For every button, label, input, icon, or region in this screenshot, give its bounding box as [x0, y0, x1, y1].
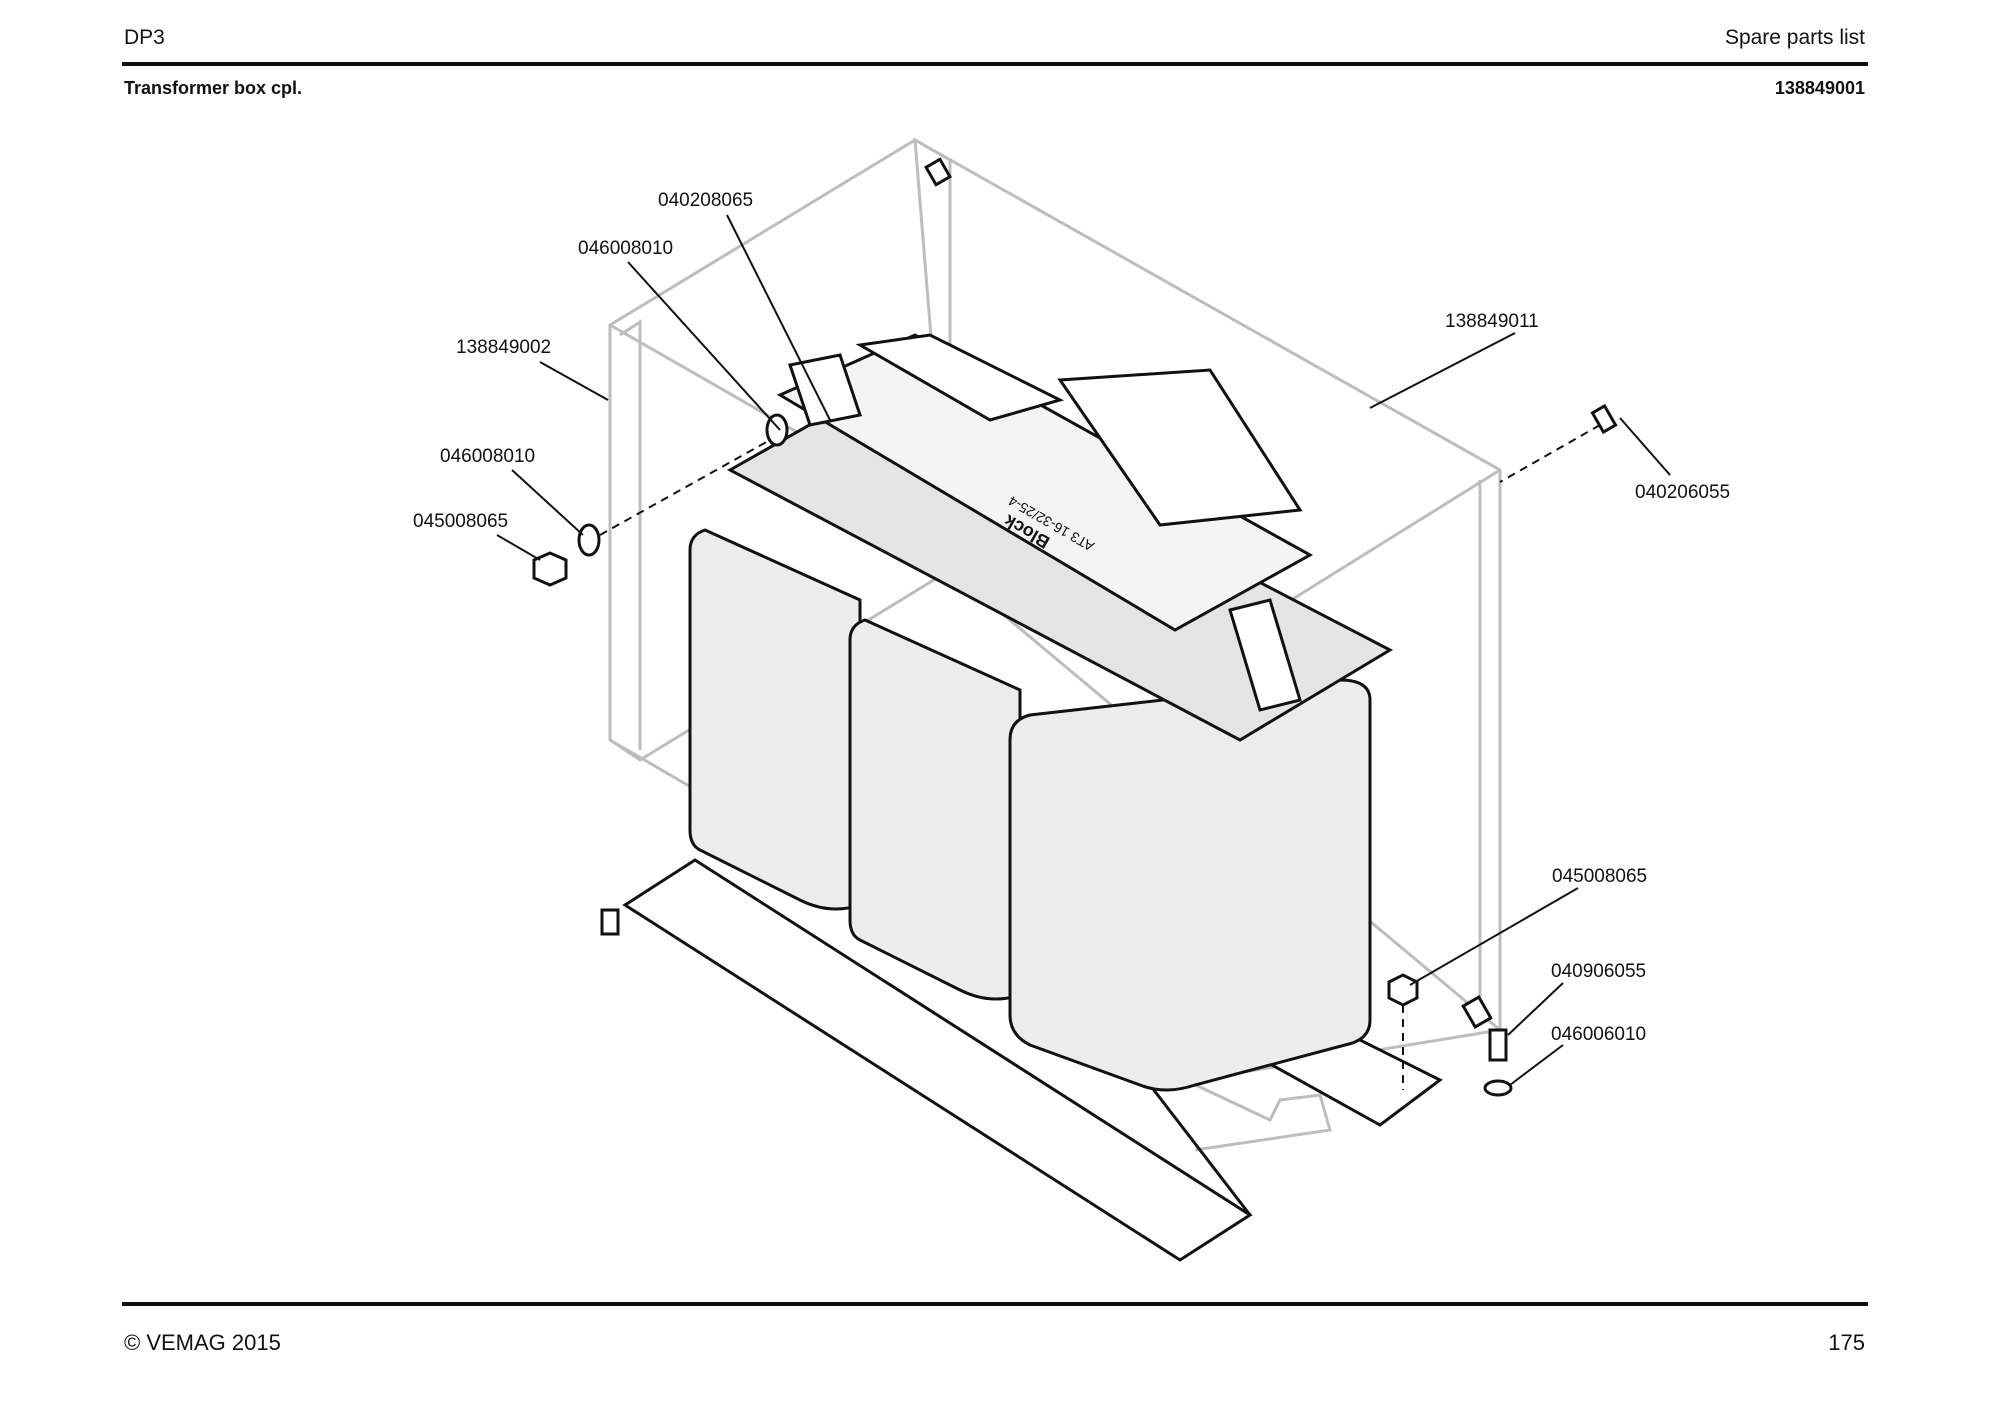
page-number: 175: [1828, 1330, 1865, 1355]
doc-header-right: Spare parts list: [1724, 26, 1865, 49]
doc-header-left: DP3: [124, 26, 165, 49]
header-rule: [122, 62, 1868, 66]
terminal-assembly: [726, 333, 1394, 742]
callout-label: 046008010: [440, 446, 535, 467]
callout-label: 040206055: [1635, 482, 1730, 503]
callout-label: 045008065: [1552, 866, 1647, 887]
callout-label: 040906055: [1551, 961, 1646, 982]
callout-label: 045008065: [413, 511, 508, 532]
callout-label: 046008010: [578, 238, 673, 259]
copyright-text: © VEMAG 2015: [124, 1330, 281, 1355]
callout-label: 138849002: [456, 337, 551, 358]
assembly-lines: [599, 424, 1601, 1090]
callout-label: 046006010: [1551, 1024, 1646, 1045]
fastener-parts: [532, 157, 1618, 1097]
callout-label: 138849011: [1445, 311, 1539, 332]
callout-label: 040208065: [658, 190, 753, 211]
exploded-view-drawing: AT3 16-32/25-4 Block 040208065 046008010…: [413, 137, 1730, 1262]
footer-rule: [122, 1302, 1868, 1306]
callout-labels: 040208065 046008010 138849002 046008010 …: [413, 190, 1730, 1045]
assembly-title: Transformer box cpl.: [124, 78, 303, 98]
assembly-number: 138849001: [1774, 78, 1865, 98]
transformer-coils: [688, 528, 1372, 1092]
leader-lines: [496, 214, 1671, 1086]
